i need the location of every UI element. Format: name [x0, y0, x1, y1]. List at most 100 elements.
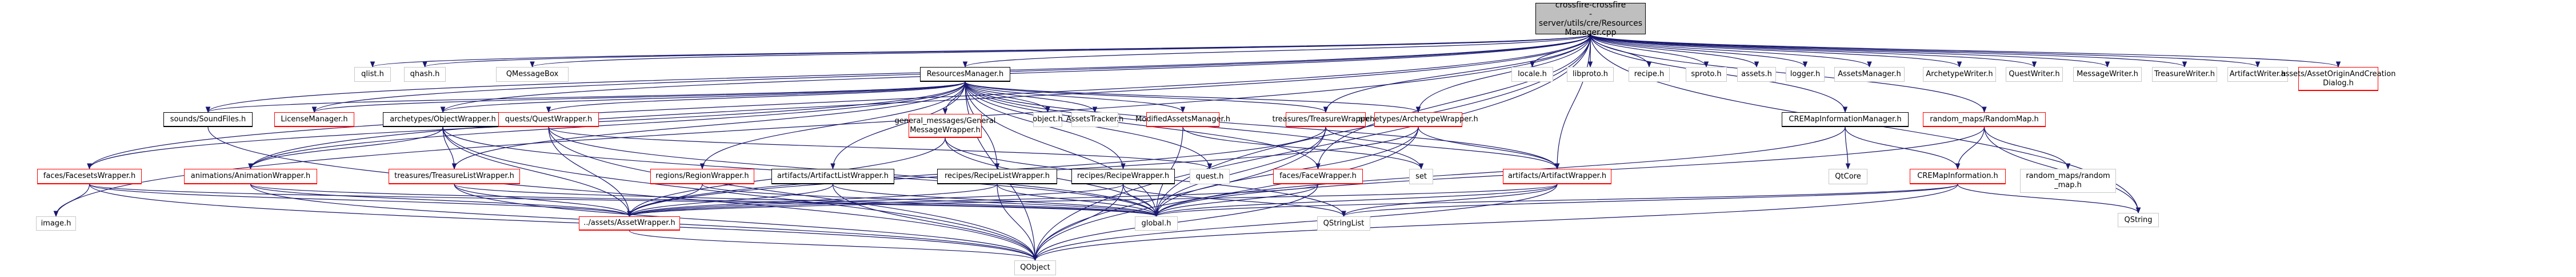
node-licensemanager-h[interactable]: LicenseManager.h — [274, 112, 354, 127]
node-random-map-h[interactable]: random_maps/random _map.h — [2020, 169, 2116, 193]
edge-root-to-qhash — [422, 34, 1591, 68]
node-quest-h[interactable]: quest.h — [1190, 169, 1230, 184]
edge-questwrapper-to-assetwrapper — [548, 126, 632, 217]
edge-questwrapper-to-questh — [548, 126, 1213, 170]
edge-facesets-to-qobject — [89, 184, 1038, 262]
node-artifactwriter-h[interactable]: ArtifactWriter.h — [2227, 67, 2288, 82]
edge-root-to-archwriter — [1590, 34, 1962, 68]
node-treasurewrapper-h[interactable]: treasures/TreasureWrapper.h — [1272, 112, 1379, 127]
edge-objwrapper-to-treasurelist — [442, 126, 457, 170]
node-facewrapper-h[interactable]: faces/FaceWrapper.h — [1273, 169, 1363, 184]
node-global-h[interactable]: global.h — [1135, 216, 1178, 231]
edge-archwrapper-to-qobject — [1033, 126, 1419, 262]
edge-animwrapper-to-assetwrapper — [250, 184, 632, 217]
edge-root-to-qmessagebox — [530, 34, 1591, 68]
edge-resmgr-to-objwrapper — [441, 81, 966, 113]
edge-cremapinfo-to-globalh — [1154, 184, 1958, 217]
node-assets-h[interactable]: assets.h — [1737, 67, 1776, 82]
edge-facesets-to-assetwrapper — [89, 184, 632, 217]
node-recipewrapper-h[interactable]: recipes/RecipeWrapper.h — [1071, 169, 1175, 184]
node-set[interactable]: set — [1409, 169, 1433, 184]
edge-recipewrapper-to-qobject — [1033, 184, 1124, 262]
node-animationwrapper-h[interactable]: animations/AnimationWrapper.h — [184, 169, 317, 184]
node-treasurelistwrapper-h[interactable]: treasures/TreasureListWrapper.h — [389, 169, 520, 184]
node-artifactlistwrapper-h[interactable]: artifacts/ArtifactListWrapper.h — [771, 169, 894, 184]
edge-recipewrapper-to-assetwrapper — [627, 184, 1124, 217]
edge-resmgr-to-license — [312, 81, 966, 113]
node-facesetswrapper-h[interactable]: faces/FacesetsWrapper.h — [37, 169, 142, 184]
edge-artifactwrapper-to-assetwrapper — [627, 184, 1558, 217]
node-artifactwrapper-h[interactable]: artifacts/ArtifactWrapper.h — [1503, 169, 1611, 184]
node-modifiedassetsmanager-h[interactable]: ModifiedAssetsManager.h — [1135, 112, 1230, 127]
node-assetstracker-h[interactable]: AssetsTracker.h — [1066, 112, 1123, 127]
edge-recipewrapper-to-qstringlist — [1122, 184, 1346, 217]
node-archetypewriter-h[interactable]: ArchetypeWriter.h — [1923, 67, 1996, 82]
node-generalmessagewrapper-h[interactable]: general_messages/General MessageWrapper.… — [895, 114, 995, 138]
node-qobject[interactable]: QObject — [1014, 260, 1056, 275]
edge-resmgr-to-treasurelist — [451, 81, 966, 170]
edge-cremapinfo-to-qstringlist — [1341, 184, 1958, 217]
edge-root-to-qlist — [370, 34, 1591, 68]
edge-root-to-facesets — [87, 34, 1591, 170]
node-regionwrapper-h[interactable]: regions/RegionWrapper.h — [650, 169, 754, 184]
node-questwrapper-h[interactable]: quests/QuestWrapper.h — [498, 112, 599, 127]
edge-cremapinfo-to-qobject — [1033, 184, 1958, 262]
edge-root-to-objwrapper — [440, 34, 1591, 113]
edge-resmgr-to-assetstracker — [965, 81, 1098, 113]
edge-modassets-to-set — [1182, 126, 1424, 170]
edge-facesets-to-globalh — [89, 184, 1159, 217]
edge-objwrapper-to-animwrapper — [248, 126, 443, 170]
node-cremapinformationmanager-h[interactable]: CREMapInformationManager.h — [1782, 112, 1909, 127]
edge-cremapinfomgr-to-globalh — [1154, 126, 1846, 217]
node-qmessagebox[interactable]: QMessageBox — [496, 67, 569, 82]
node-image-h[interactable]: image.h — [36, 216, 76, 231]
node-recipelistwrapper-h[interactable]: recipes/RecipeListWrapper.h — [937, 169, 1057, 184]
node-assetwrapper-h[interactable]: ../assets/AssetWrapper.h — [579, 216, 680, 231]
edge-archwrapper-to-artifactwrapper — [1418, 126, 1560, 170]
node-logger-h[interactable]: logger.h — [1786, 67, 1825, 82]
edge-questwrapper-to-qobject — [548, 126, 1038, 262]
edge-root-to-imageh — [53, 34, 1591, 217]
edge-soundfiles-to-qobject — [207, 126, 1038, 262]
edge-facesets-to-imageh — [53, 184, 90, 217]
node-qstringlist[interactable]: QStringList — [1317, 216, 1370, 231]
node-qtcore[interactable]: QtCore — [1829, 169, 1867, 184]
node-qhash-h[interactable]: qhash.h — [404, 67, 446, 82]
node-object-h[interactable]: object.h — [1033, 112, 1063, 127]
edge-resmgr-to-regionwrapper — [699, 81, 966, 170]
edge-root-to-artifactwrapper — [1554, 34, 1591, 170]
edge-cremapinfomgr-to-cremapinfo — [1845, 126, 1961, 170]
node-cremapinformation-h[interactable]: CREMapInformation.h — [1910, 169, 2006, 184]
node-soundfiles-h[interactable]: sounds/SoundFiles.h — [163, 112, 253, 127]
node-libproto-h[interactable]: libproto.h — [1567, 67, 1614, 82]
node-assetoriginandcreationdialog-h[interactable]: assets/AssetOriginAndCreation Dialog.h — [2281, 67, 2396, 91]
node-randommap-h[interactable]: random_maps/RandomMap.h — [1923, 112, 2046, 127]
edge-regionwrapper-to-assetwrapper — [627, 184, 703, 217]
node-treasurewriter-h[interactable]: TreasureWriter.h — [2152, 67, 2217, 82]
edge-resmgr-to-animwrapper — [248, 81, 966, 170]
edge-artifactlist-to-assetwrapper — [627, 184, 834, 217]
edge-resmgr-to-artifactwrapper — [965, 81, 1560, 170]
edge-root-to-treasurewriter — [1590, 34, 2187, 68]
node-recipe-h[interactable]: recipe.h — [1629, 67, 1670, 82]
node-sproto-h[interactable]: sproto.h — [1686, 67, 1727, 82]
edge-root-to-logger — [1590, 34, 1808, 68]
node-resourcesmanager-h[interactable]: ResourcesManager.h — [920, 67, 1010, 82]
edge-animwrapper-to-globalh — [250, 184, 1159, 217]
edge-cremapinfo-to-qstring — [1957, 184, 2141, 214]
node-qlist-h[interactable]: qlist.h — [354, 67, 391, 82]
node-archetypewrapper-h[interactable]: archetypes/ArchetypeWrapper.h — [1358, 112, 1478, 127]
edge-root-to-soundfiles — [206, 34, 1591, 113]
node-objectwrapper-h[interactable]: archetypes/ObjectWrapper.h — [383, 112, 503, 127]
node-messagewriter-h[interactable]: MessageWriter.h — [2073, 67, 2142, 82]
edge-resmgr-to-archwrapper — [965, 81, 1421, 113]
edge-assetwrapper-to-qobject — [629, 230, 1038, 262]
edge-resmgr-to-soundfiles — [206, 81, 966, 113]
node-locale-h[interactable]: locale.h — [1511, 67, 1553, 82]
edge-artifactwrapper-to-qstringlist — [1341, 184, 1558, 217]
node-qstring[interactable]: QString — [2118, 213, 2159, 227]
node-questwriter-h[interactable]: QuestWriter.h — [2006, 67, 2063, 82]
node-assetsmanager-h[interactable]: AssetsManager.h — [1834, 67, 1905, 82]
root-file-node[interactable]: crossfire-crossfire -server/utils/cre/Re… — [1535, 1, 1646, 37]
